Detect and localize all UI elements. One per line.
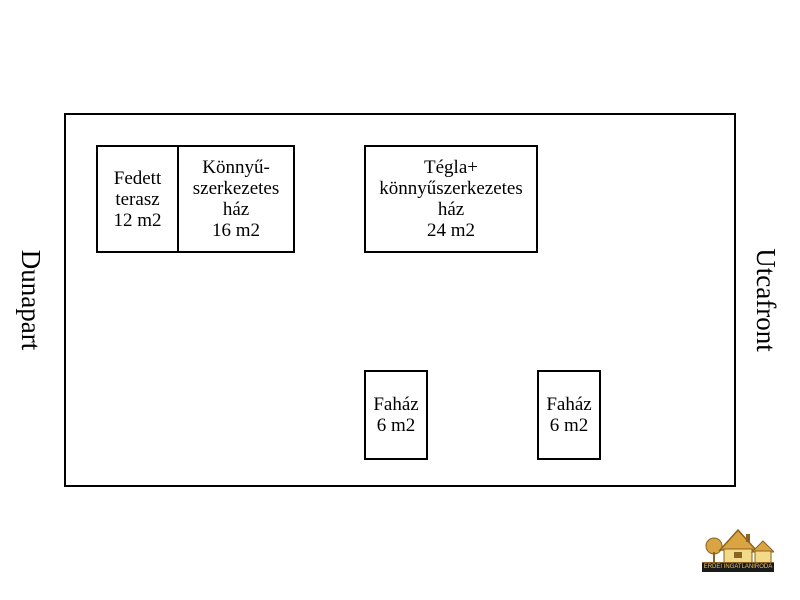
covered-terrace: Fedett terasz 12 m2 (96, 145, 179, 253)
light-frame-house: Könnyű- szerkezetes ház 16 m2 (177, 145, 295, 253)
property-plot: Fedett terasz 12 m2 Könnyű- szerkezetes … (64, 113, 736, 487)
cabin-2-line-2: 6 m2 (549, 415, 589, 436)
terrace-line-1: Fedett (113, 167, 162, 189)
cabin-1-line-1: Faház (373, 394, 419, 415)
cabin-2-line-1: Faház (546, 394, 592, 415)
light-house-line-4: 16 m2 (211, 220, 261, 241)
brick-house-line-4: 24 m2 (426, 220, 476, 241)
dunapart-label: Dunapart (16, 249, 46, 351)
wooden-cabin-2: Faház 6 m2 (537, 370, 601, 460)
terrace-line-2: terasz (115, 188, 160, 210)
cabin-1-line-2: 6 m2 (376, 415, 416, 436)
wooden-cabin-1: Faház 6 m2 (364, 370, 428, 460)
brick-house-line-1: Tégla+ (424, 157, 478, 178)
light-house-line-2: szerkezetes (192, 178, 280, 199)
light-house-line-1: Könnyű- (202, 157, 270, 178)
terrace-line-3: 12 m2 (113, 209, 162, 231)
brick-light-frame-house: Tégla+ könnyűszerkezetes ház 24 m2 (364, 145, 538, 253)
light-house-line-3: ház (222, 199, 250, 220)
utcafront-label: Utcafront (751, 248, 781, 352)
brick-house-line-3: ház (437, 199, 465, 220)
brick-house-line-2: könnyűszerkezetes (379, 178, 523, 199)
agency-logo-text: ERDEI INGATLANIRODA (702, 563, 774, 572)
